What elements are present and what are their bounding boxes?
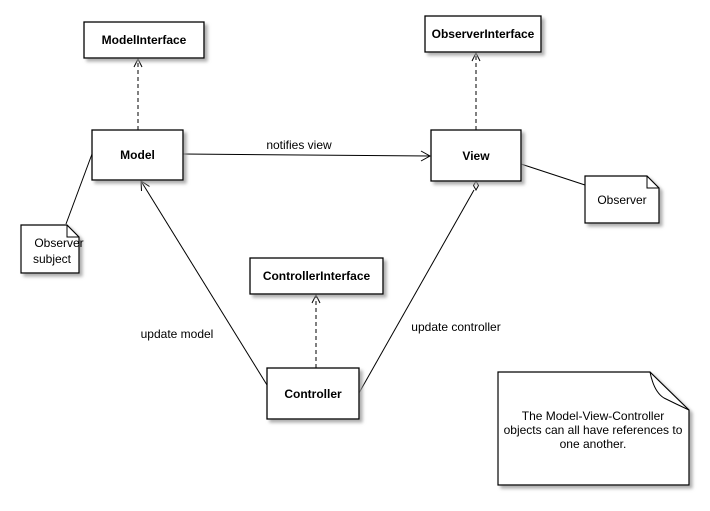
model-class: Model [91,129,184,181]
controller-label: Controller [284,387,342,401]
mvc-comment-line-2: objects can all have references to [504,423,683,437]
view-label: View [462,149,490,163]
update-model-label: update model [141,327,214,341]
modelinterface-label: ModelInterface [102,33,187,47]
notifies-view-connector [182,150,432,162]
update-controller-label: update controller [411,320,500,334]
view-realizes-observerinterface-connector [471,51,481,130]
controller-realizes-controllerinterface-connector [311,293,321,368]
observer-subject-note: Observer subject [20,224,84,274]
controller-class: Controller [266,367,360,420]
model-realizes-modelinterface-connector [133,57,143,130]
observerinterface-label: ObserverInterface [432,27,535,41]
update-model-connector [140,180,268,386]
observer-note-line-1: Observer [597,193,646,207]
update-controller-connector [358,179,480,394]
notifies-view-label: notifies view [266,138,332,152]
observer-note: Observer [584,175,660,224]
mvc-comment-line-1: The Model-View-Controller [522,409,665,423]
view-class: View [430,129,522,182]
mvc-comment-line-3: one another. [560,437,627,451]
observer-note-anchor [520,163,586,186]
modelinterface-class: ModelInterface [83,21,205,59]
observer-subject-note-anchor [65,153,93,225]
controllerinterface-class: ControllerInterface [249,257,384,295]
observer-subject-note-line-1: Observer [34,236,83,250]
observerinterface-class: ObserverInterface [424,15,542,53]
controllerinterface-label: ControllerInterface [263,269,371,283]
mvc-comment-note: The Model-View-Controller objects can al… [497,371,690,486]
observer-subject-note-line-2: subject [33,252,72,266]
model-label: Model [120,148,155,162]
